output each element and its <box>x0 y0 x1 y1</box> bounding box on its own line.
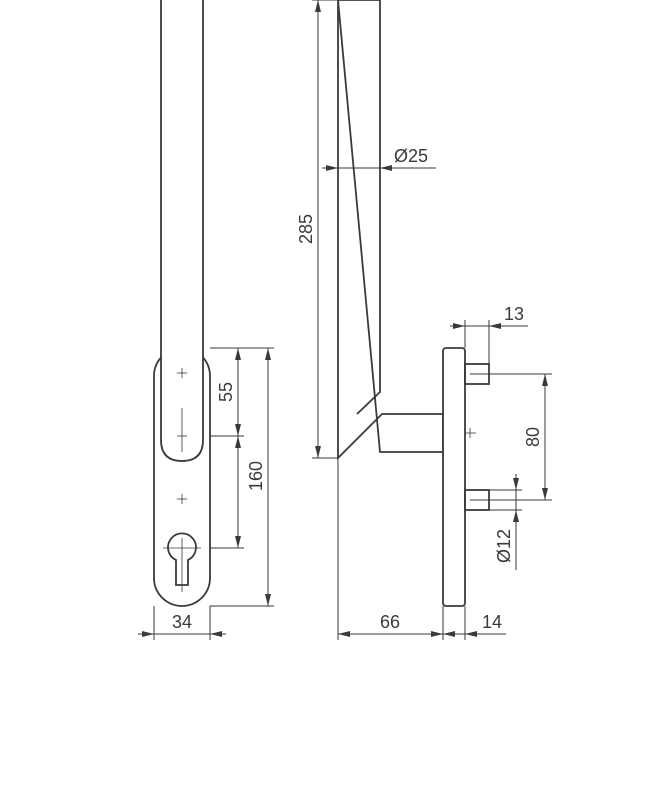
dim-55-label: 55 <box>216 382 236 402</box>
dim-55: 55 <box>210 347 244 437</box>
dim-13-label: 13 <box>504 304 524 324</box>
dim-diameter-25-label: Ø25 <box>394 146 428 166</box>
upper-screw-mark <box>177 368 187 378</box>
front-view <box>153 0 211 607</box>
cylinder-keyhole <box>167 532 197 586</box>
side-view <box>337 0 490 607</box>
dim-diameter-12: Ø12 <box>489 474 522 570</box>
dim-diameter-12-label: Ø12 <box>494 529 514 563</box>
dim-34-label: 34 <box>172 612 192 632</box>
dim-34: 34 <box>138 606 226 640</box>
handle-bar-side-right <box>356 0 381 415</box>
handle-bar-front <box>160 0 204 462</box>
dim-160: 160 <box>210 347 274 607</box>
keyhole-center-mark <box>163 538 201 592</box>
dim-13: 13 <box>450 304 528 364</box>
dim-diameter-25: Ø25 <box>322 146 436 171</box>
dim-285-label: 285 <box>296 214 316 244</box>
dim-285: 285 <box>296 0 338 459</box>
lower-screw-mark <box>177 494 187 504</box>
dim-80-label: 80 <box>523 427 543 447</box>
dim-160-label: 160 <box>246 461 266 491</box>
dim-14: 14 <box>443 606 506 640</box>
dim-14-label: 14 <box>482 612 502 632</box>
dim-66: 66 <box>337 458 444 640</box>
handle-bar-side <box>337 0 444 461</box>
mounting-plate <box>442 347 466 607</box>
dim-66-label: 66 <box>380 612 400 632</box>
dim-80: 80 <box>470 373 552 501</box>
